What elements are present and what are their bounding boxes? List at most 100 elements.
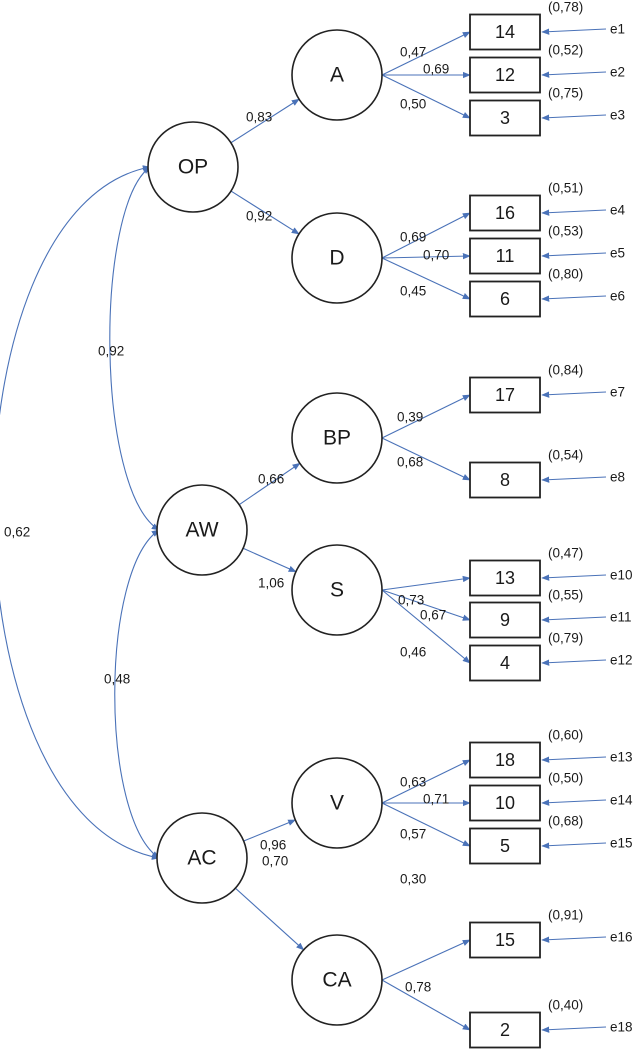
error-arrow-e13 xyxy=(541,756,607,763)
path-coefficient-V-i10: 0,71 xyxy=(423,792,449,807)
latent-circle-AC xyxy=(156,812,248,904)
path-coefficient-OP-A: 0,83 xyxy=(246,110,272,125)
latent-node-D: D xyxy=(291,212,383,304)
error-arrow-e6 xyxy=(541,295,607,302)
latent-node-AW: AW xyxy=(156,484,248,576)
latent-node-V: V xyxy=(291,757,383,849)
error-arrow-e7 xyxy=(541,391,607,398)
error-term-label-e18: e18 xyxy=(610,1020,633,1035)
item-box-10 xyxy=(469,784,541,822)
error-term-label-e12: e12 xyxy=(610,653,633,668)
error-term-label-e6: e6 xyxy=(610,289,625,304)
item-box-5 xyxy=(469,827,541,865)
error-variance-e18: (0,40) xyxy=(548,998,583,1013)
correlation-coefficient-OP-AW: 0,92 xyxy=(98,344,124,359)
path-coefficient-V-i18: 0,63 xyxy=(400,775,426,790)
error-term-label-e10: e10 xyxy=(610,568,633,583)
item-node-6: 6 xyxy=(469,280,541,318)
item-node-10: 10 xyxy=(469,784,541,822)
path-arrow-BP-i8 xyxy=(381,437,471,481)
error-term-label-e7: e7 xyxy=(610,385,625,400)
item-label-4: 4 xyxy=(500,653,510,673)
path-coefficient-D-i11: 0,70 xyxy=(423,248,449,263)
error-variance-e1: (0,78) xyxy=(548,0,583,15)
latent-circle-V xyxy=(291,757,383,849)
latent-circle-OP xyxy=(147,121,239,213)
error-term-label-e14: e14 xyxy=(610,793,633,808)
error-variance-e15: (0,68) xyxy=(548,814,583,829)
path-coefficient-V-i5: 0,57 xyxy=(400,827,426,842)
latent-label-D: D xyxy=(329,247,344,270)
item-box-17 xyxy=(469,376,541,414)
item-label-13: 13 xyxy=(495,568,515,588)
item-label-6: 6 xyxy=(500,289,510,309)
error-arrow-e4 xyxy=(541,209,607,216)
latent-circle-D xyxy=(291,212,383,304)
error-variance-e6: (0,80) xyxy=(548,267,583,282)
item-label-11: 11 xyxy=(496,246,515,266)
error-variance-e16: (0,91) xyxy=(548,908,583,923)
item-box-2 xyxy=(469,1011,541,1049)
error-term-label-e15: e15 xyxy=(610,836,633,851)
correlation-arc-OP-AC xyxy=(0,165,160,860)
latent-node-A: A xyxy=(291,29,383,121)
error-variance-e8: (0,54) xyxy=(548,448,583,463)
path-arrow-A-i14 xyxy=(381,31,471,76)
path-arrow-CA-i2 xyxy=(381,979,471,1031)
error-variance-e14: (0,50) xyxy=(548,771,583,786)
item-node-13: 13 xyxy=(469,559,541,597)
path-coefficient-S-i4: 0,46 xyxy=(400,645,426,660)
item-box-6 xyxy=(469,280,541,318)
path-arrow-AC-V xyxy=(243,819,297,842)
error-term-label-e8: e8 xyxy=(610,470,625,485)
error-term-label-e2: e2 xyxy=(610,65,625,80)
latent-circle-CA xyxy=(291,934,383,1026)
item-label-5: 5 xyxy=(500,836,510,856)
error-arrow-e12 xyxy=(541,659,607,666)
error-arrow-e11 xyxy=(541,616,607,623)
error-arrow-e16 xyxy=(541,936,607,943)
item-box-15 xyxy=(469,921,541,959)
item-node-18: 18 xyxy=(469,741,541,779)
path-coefficient-CA-i2: 0,78 xyxy=(405,980,431,995)
error-term-label-e3: e3 xyxy=(610,108,625,123)
item-label-8: 8 xyxy=(500,470,510,490)
item-box-3 xyxy=(469,99,541,137)
latent-circle-BP xyxy=(291,392,383,484)
latent-label-CA: CA xyxy=(322,969,351,992)
correlation-coefficient-AW-AC: 0,48 xyxy=(104,672,130,687)
error-variance-e13: (0,60) xyxy=(548,728,583,743)
path-arrow-S-i13 xyxy=(381,575,471,591)
error-variance-e3: (0,75) xyxy=(548,86,583,101)
item-node-16: 16 xyxy=(469,194,541,232)
item-node-15: 15 xyxy=(469,921,541,959)
correlation-arc-AW-AC xyxy=(114,529,160,859)
path-arrow-CA-i15 xyxy=(381,939,471,981)
error-arrow-e10 xyxy=(541,574,607,581)
path-coefficient-CA-i15: 0,30 xyxy=(400,872,426,887)
item-box-18 xyxy=(469,741,541,779)
item-node-11: 11 xyxy=(469,237,541,275)
path-coefficient-A-i14: 0,47 xyxy=(400,45,426,60)
path-arrow-V-i5 xyxy=(381,802,471,847)
latent-circle-S xyxy=(291,544,383,636)
path-arrow-AW-S xyxy=(242,547,297,573)
path-coefficient-OP-D: 0,92 xyxy=(246,209,272,224)
path-coefficient-AW-BP: 0,66 xyxy=(258,472,284,487)
item-box-14 xyxy=(469,13,541,51)
item-node-2: 2 xyxy=(469,1011,541,1049)
item-label-15: 15 xyxy=(495,930,515,950)
item-box-11 xyxy=(469,237,541,275)
item-label-12: 12 xyxy=(495,65,515,85)
path-coefficient-S-i9: 0,67 xyxy=(420,608,446,623)
error-arrow-e8 xyxy=(541,476,607,483)
item-box-16 xyxy=(469,194,541,232)
item-node-12: 12 xyxy=(469,56,541,94)
error-term-label-e13: e13 xyxy=(610,750,633,765)
latent-node-AC: AC xyxy=(156,812,248,904)
item-label-18: 18 xyxy=(495,750,515,770)
path-coefficient-A-i12: 0,69 xyxy=(423,62,449,77)
path-coefficient-AC-CA: 0,70 xyxy=(262,854,288,869)
error-term-label-e16: e16 xyxy=(610,930,633,945)
